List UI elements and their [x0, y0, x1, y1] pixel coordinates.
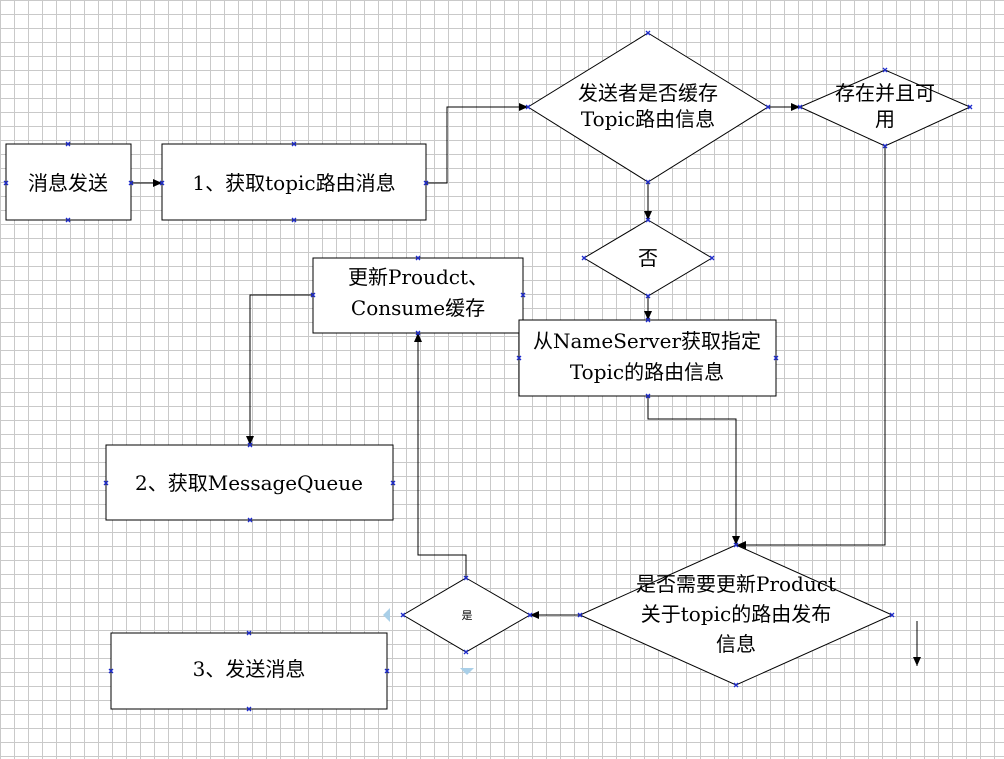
fetch-nameserver-label-2: Topic的路由信息 [570, 360, 724, 384]
cache-check-label-2: Topic路由信息 [581, 107, 715, 131]
connection-handle-icon[interactable] [581, 255, 587, 261]
get-queue-label: 2、获取MessageQueue [135, 471, 363, 495]
connection-handle-icon[interactable] [645, 179, 651, 185]
edge-fetch-to-need-update [647, 396, 740, 545]
labels: 消息发送 1、获取topic路由消息 发送者是否缓存 Topic路由信息 存在并… [28, 81, 935, 681]
connection-handle-icon[interactable] [108, 668, 114, 674]
connection-handle-icon[interactable] [516, 355, 522, 361]
connection-handle-icon[interactable] [246, 706, 252, 712]
connection-handle-icon[interactable] [882, 67, 888, 73]
send-label: 3、发送消息 [193, 657, 306, 681]
connection-handles [3, 30, 973, 712]
get-route-label: 1、获取topic路由消息 [192, 171, 395, 195]
send-message-label: 消息发送 [28, 171, 108, 195]
fetch-nameserver-box[interactable] [518, 319, 777, 397]
shapes [5, 32, 972, 710]
selection-down-icon [460, 668, 474, 675]
selection-indicators [383, 608, 474, 675]
connection-handle-icon[interactable] [645, 393, 651, 399]
connection-handle-icon[interactable] [773, 355, 779, 361]
connection-handle-icon[interactable] [423, 180, 429, 186]
connection-handle-icon[interactable] [577, 612, 583, 618]
connection-handle-icon[interactable] [246, 630, 252, 636]
selection-left-icon [383, 608, 390, 622]
need-update-label-3: 信息 [716, 632, 756, 656]
connection-handle-icon[interactable] [797, 104, 803, 110]
connection-handle-icon[interactable] [527, 612, 533, 618]
edge-yes-to-update-cache [414, 333, 467, 578]
connection-handle-icon[interactable] [3, 180, 9, 186]
connection-handle-icon[interactable] [247, 517, 253, 523]
send-message-box[interactable] [5, 143, 132, 221]
get-route-box[interactable] [161, 143, 427, 221]
connection-handle-icon[interactable] [645, 293, 651, 299]
connection-handle-icon[interactable] [645, 317, 651, 323]
yes-label: 是 [462, 609, 473, 622]
update-cache-label-1: 更新Proudct、 [348, 265, 488, 289]
connection-handle-icon[interactable] [65, 141, 71, 147]
send-box[interactable] [110, 632, 388, 710]
connection-handle-icon[interactable] [463, 649, 469, 655]
connection-handle-icon[interactable] [463, 575, 469, 581]
fetch-nameserver-label-1: 从NameServer获取指定 [533, 329, 761, 353]
connection-handle-icon[interactable] [645, 217, 651, 223]
connection-handle-icon[interactable] [65, 217, 71, 223]
connection-handle-icon[interactable] [967, 104, 973, 110]
connection-handle-icon[interactable] [128, 180, 134, 186]
connection-handle-icon[interactable] [415, 330, 421, 336]
edge-route-to-cache-check [426, 103, 528, 184]
need-update-label-1: 是否需要更新Product [636, 572, 836, 596]
connection-handle-icon[interactable] [310, 292, 316, 298]
connection-handle-icon[interactable] [765, 104, 771, 110]
connection-handle-icon[interactable] [733, 542, 739, 548]
need-update-label-2: 关于topic的路由发布 [641, 602, 831, 626]
edge-available-to-need-update [737, 146, 886, 549]
connection-handle-icon[interactable] [709, 255, 715, 261]
connectors [131, 103, 921, 666]
connection-handle-icon[interactable] [247, 442, 253, 448]
connection-handle-icon[interactable] [291, 141, 297, 147]
update-cache-label-2: Consume缓存 [351, 296, 485, 320]
no-label: 否 [638, 246, 658, 270]
edge-update-cache-to-get-queue [246, 294, 313, 445]
connection-handle-icon[interactable] [384, 668, 390, 674]
connection-handle-icon[interactable] [645, 30, 651, 36]
connection-handle-icon[interactable] [520, 292, 526, 298]
connection-handle-icon[interactable] [525, 104, 531, 110]
connection-handle-icon[interactable] [159, 180, 165, 186]
connection-handle-icon[interactable] [103, 480, 109, 486]
connection-handle-icon[interactable] [415, 255, 421, 261]
connection-handle-icon[interactable] [882, 143, 888, 149]
connection-handle-icon[interactable] [291, 217, 297, 223]
connection-handle-icon[interactable] [889, 612, 895, 618]
cache-check-label-1: 发送者是否缓存 [578, 81, 718, 105]
connection-handle-icon[interactable] [400, 612, 406, 618]
available-label-1: 存在并且可 [835, 81, 935, 105]
connection-handle-icon[interactable] [390, 480, 396, 486]
available-label-2: 用 [875, 107, 895, 131]
connection-handle-icon[interactable] [733, 682, 739, 688]
